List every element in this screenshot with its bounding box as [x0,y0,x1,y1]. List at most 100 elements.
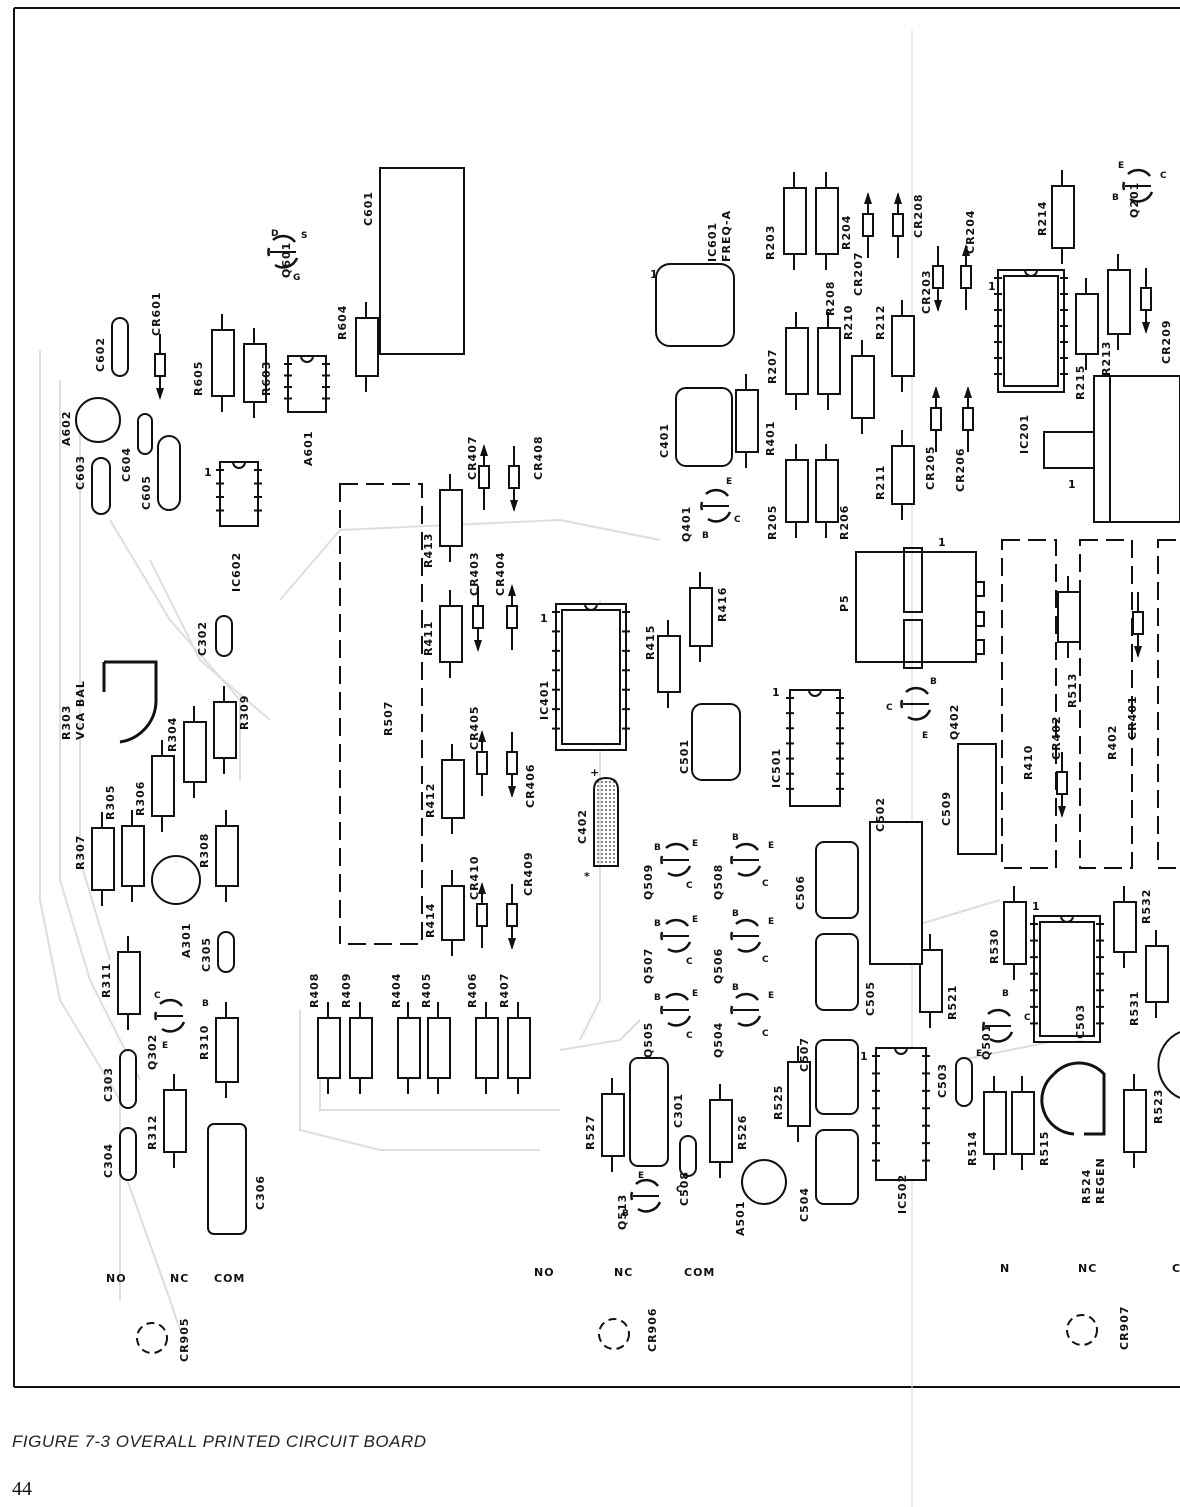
q402-label: Q402 [948,704,961,740]
r525-label: R525 [772,1085,785,1120]
relay-3-com: C [1172,1262,1180,1275]
cr407-label: CR407 [466,435,479,480]
resistor-r532: R532 [1113,886,1153,968]
r514-label: R514 [966,1131,979,1166]
cr906-label: CR906 [646,1307,659,1352]
relay-2-no: NO [534,1266,555,1279]
c507-label: C507 [798,1037,811,1072]
cr405-label: CR405 [468,705,481,750]
ic401-label: IC401 [538,680,551,720]
r304-label: R304 [166,717,179,752]
r206-label: R206 [838,505,851,540]
c603-label: C603 [74,455,87,490]
capacitor-c502: C502 [869,797,923,965]
resistor-r207: R207 [766,312,809,410]
resistor-r212: R212 [874,300,915,392]
q504-pin-c: C [762,1029,769,1039]
r401-label: R401 [764,421,777,456]
r411-label: R411 [422,621,435,656]
resistor-r412: R412 [424,744,465,834]
resistor-r306: R306 [134,740,175,832]
r312-label: R312 [146,1115,159,1150]
q302-pin-c: C [154,991,161,1001]
q401-pin-c: C [734,515,741,525]
cr905-led [136,1322,168,1354]
r306-label: R306 [134,781,147,816]
resistor-r525: R525 [772,1046,811,1142]
resistor-r513: R513 [1057,576,1081,708]
diode-cr206: CR206 [954,386,974,492]
c509-label: C509 [940,791,953,826]
pin-one-marker: 1 [1032,900,1040,913]
q507-pin-c: C [686,957,693,967]
r214-label: R214 [1036,201,1049,236]
c601-label: C601 [362,191,375,226]
diode-cr404: CR404 [494,551,518,650]
q501-pin-c: C [1024,1013,1031,1023]
r309-label: R309 [238,695,251,730]
r507-label: R507 [382,701,395,736]
q509-pin-c: C [686,881,693,891]
r603-label: R603 [260,361,273,396]
resistor-r605: R605 [192,314,235,412]
cr906-led [598,1318,630,1350]
resistor-r206: R206 [815,444,851,540]
c304-label: C304 [102,1143,115,1178]
q508-pin-c: C [762,879,769,889]
c501-label: C501 [678,739,691,774]
r211-label: R211 [874,465,887,500]
q401-pin-e: E [726,477,732,487]
cr406-label: CR406 [524,763,537,808]
capacitor-c303: C303 [102,1049,137,1109]
r415-label: R415 [644,625,657,660]
connector-label: P5 [838,594,851,612]
q601-pin-s: S [301,231,307,241]
q401-label: Q401 [680,506,693,542]
r208-label: R208 [824,281,837,316]
resistor-r214: R214 [1036,170,1075,264]
q302-pin-b: B [202,999,209,1009]
r210-label: R210 [842,305,855,340]
resistor-r401: R401 [735,374,777,468]
freq-a-label: FREQ-A [720,210,733,262]
capacitor-c501: C501 [678,703,741,781]
r515-label: R515 [1038,1131,1051,1166]
cr907-label: CR907 [1118,1305,1131,1350]
c402-star: * [584,870,591,883]
r530-label: R530 [988,929,1001,964]
c602-label: C602 [94,337,107,372]
resistor-r204: R204 [815,172,853,270]
resistor-r415: R415 [644,620,681,708]
r303-label: R303 [60,705,73,740]
r404-label: R404 [390,973,403,1008]
relay-1-com: COM [214,1272,245,1285]
resistor-r203: R203 [764,172,807,270]
c402-capacitor: C402 * + [576,766,619,883]
diode-cr601: CR601 [150,291,166,400]
r305-label: R305 [104,785,117,820]
outline-r410: R410 [1001,539,1057,869]
outline-r402: R402 [1079,539,1133,869]
resistor-r205: R205 [766,444,809,540]
q201-pin-c: C [1160,171,1167,181]
cr601-label: CR601 [150,291,163,336]
r311-label: R311 [100,963,113,998]
resistor-r211: R211 [874,430,915,520]
resistor-r215: R215 [1074,278,1099,400]
relay-3-no: N [1000,1262,1010,1275]
r416-label: R416 [716,587,729,622]
resistor-r413: R413 [422,474,463,568]
q504-label: Q504 [712,1022,725,1058]
edge-round-part [1157,1031,1180,1099]
capacitor-c601: C601 [362,167,465,355]
outline-r507: R507 [339,483,423,945]
r605-label: R605 [192,361,205,396]
r407-label: R407 [498,973,511,1008]
